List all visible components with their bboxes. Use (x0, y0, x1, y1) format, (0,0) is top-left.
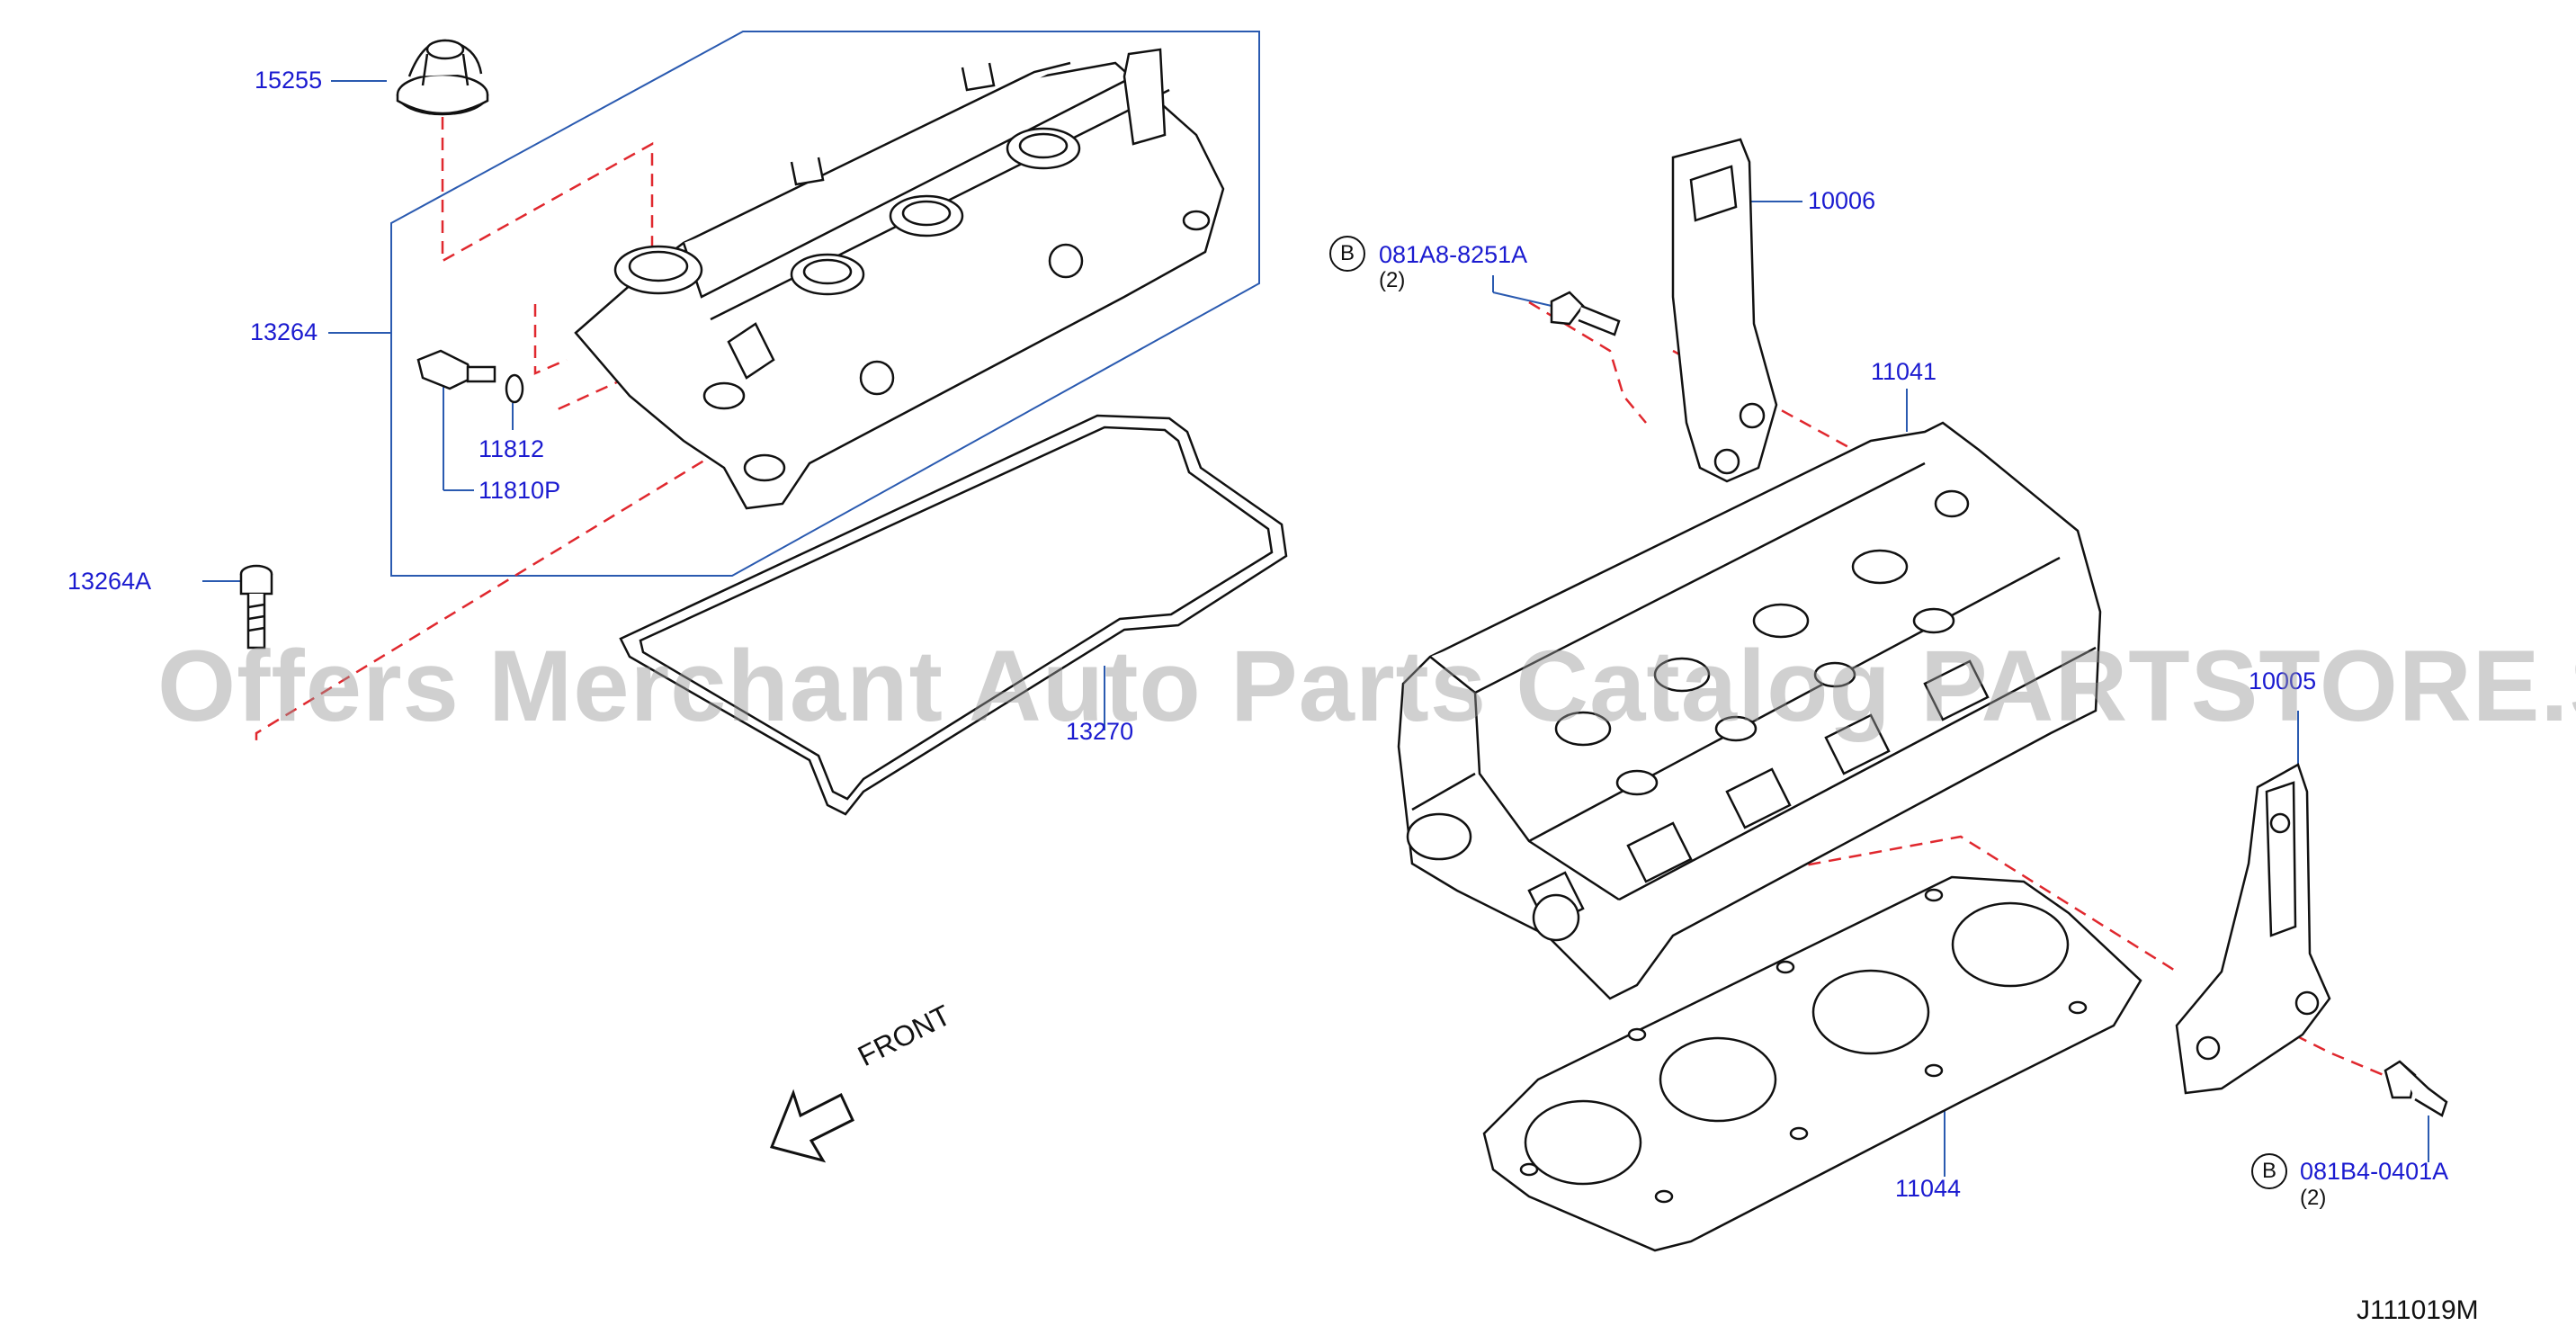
label-15255[interactable]: 15255 (255, 67, 323, 94)
label-10005[interactable]: 10005 (2249, 668, 2317, 694)
cover-frame (390, 31, 1260, 577)
cover-gasket-part (619, 414, 1288, 816)
label-13270[interactable]: 13270 (1066, 718, 1134, 745)
label-11041[interactable]: 11041 (1871, 358, 1937, 385)
label-081b4-0401a[interactable]: 081B4-0401A (2300, 1158, 2449, 1185)
label-11044[interactable]: 11044 (1895, 1175, 1962, 1202)
label-11810p[interactable]: 11810P (479, 477, 561, 504)
label-11812[interactable]: 11812 (479, 435, 545, 462)
front-bracket-part (2175, 763, 2331, 1095)
bolt2-quantity: (2) (2300, 1186, 2327, 1210)
watermark-text: Offers Merchant Auto Parts Catalog PARTS… (157, 630, 2576, 742)
label-081a8-8251a[interactable]: 081A8-8251A (1379, 241, 1528, 268)
bolt2-badge: B (2251, 1153, 2287, 1189)
label-13264[interactable]: 13264 (250, 318, 318, 345)
rocker-cover-part (574, 48, 1225, 510)
bracket-bolt-part (1550, 291, 1621, 336)
pcv-valve-part (416, 349, 524, 404)
label-13264a[interactable]: 13264A (67, 568, 152, 595)
front-arrow-icon (769, 1089, 854, 1163)
bolt1-quantity: (2) (1379, 268, 1406, 292)
head-gasket-part (1482, 875, 2142, 1252)
bolt1-badge: B (1329, 236, 1365, 272)
oil-cap-part (396, 39, 489, 116)
cylinder-head-part (1397, 421, 2102, 1000)
front-bracket-bolt-part (2384, 1060, 2448, 1117)
label-10006[interactable]: 10006 (1808, 187, 1876, 214)
rear-bracket-part (1671, 138, 1778, 483)
diagram-code: J111019M (2357, 1295, 2479, 1325)
cover-bolt-part (239, 564, 273, 650)
